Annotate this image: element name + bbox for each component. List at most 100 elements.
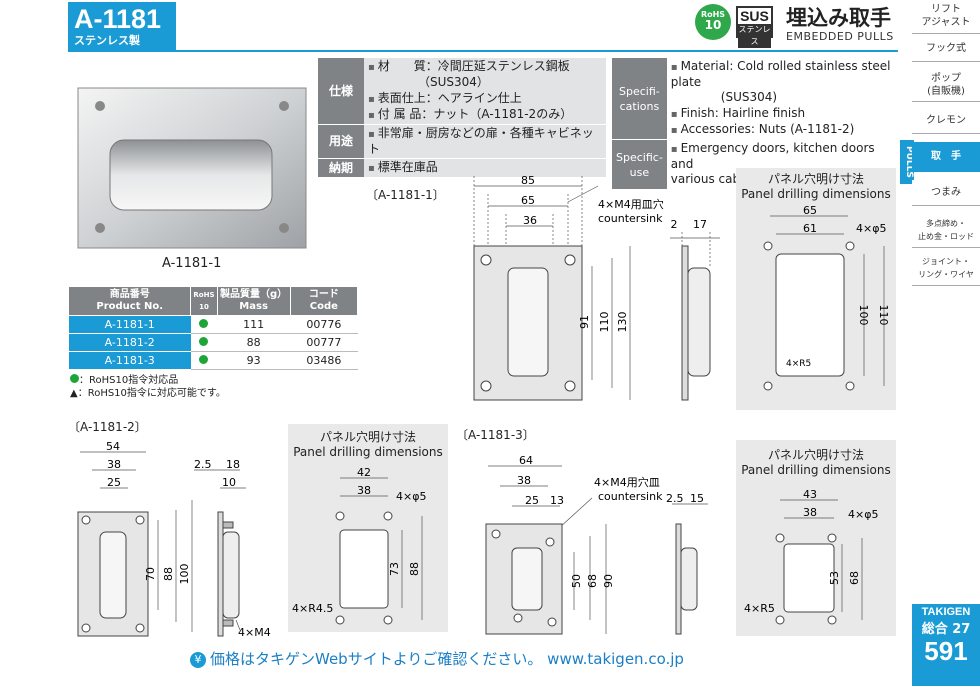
- dim-65: 65: [521, 194, 535, 207]
- spec-jp-header-use: 用途: [318, 124, 364, 159]
- dim-85: 85: [521, 174, 535, 187]
- dim-t2.5: 2.5: [666, 492, 684, 505]
- panel-2-phi: 4×φ5: [396, 490, 426, 503]
- row-mass: 93: [217, 351, 291, 370]
- side-item-hook[interactable]: フック式: [912, 36, 980, 62]
- panel-1-phi: 4×φ5: [856, 222, 886, 235]
- panel-2-drawing: 42 38 73 88 4×φ5 4×R4.5: [292, 466, 426, 625]
- spec-jp-accessory: 付 属 品：ナット（A-1181-2のみ）: [368, 107, 602, 123]
- row-product-no: A-1181-2: [68, 333, 191, 352]
- table-row: A-1181-2 88 00777: [68, 333, 358, 352]
- panel-3-dim-43: 43: [803, 488, 817, 501]
- col-code-jp: コード: [308, 289, 339, 300]
- table-row: A-1181-3 93 03486: [68, 351, 358, 370]
- dim-110: 110: [598, 312, 611, 333]
- spec-jp-material2: （SUS304）: [418, 75, 489, 89]
- model-title-box: A-1181 ステンレス製: [68, 2, 176, 52]
- spec-jp-header-spec: 仕様: [318, 58, 364, 125]
- col-mass: 製品質量（g） Mass: [216, 286, 291, 316]
- model-number: A-1181: [74, 4, 162, 34]
- col-mass-jp: 製品質量（g）: [220, 289, 288, 300]
- spec-table-en: Specifi- cations Material: Cold rolled s…: [612, 58, 898, 190]
- spec-en-header-spec: Specifi- cations: [612, 58, 667, 140]
- dim-t2: 2: [671, 218, 678, 231]
- hole-note-3-jp: 4×M4用穴皿: [594, 475, 660, 489]
- dim-38: 38: [517, 474, 531, 487]
- dim-70: 70: [144, 567, 157, 581]
- dim-68: 68: [586, 574, 599, 588]
- rohs-badge-line2: 10: [704, 18, 722, 32]
- drawing-1-side: [681, 245, 689, 401]
- row-rohs-dot: [190, 333, 218, 352]
- table-row: A-1181-1 111 00776: [68, 315, 358, 334]
- yen-icon: ¥: [190, 652, 206, 668]
- dim-t17: 17: [693, 218, 707, 231]
- row-mass: 111: [217, 315, 291, 334]
- product-table: 商品番号 Product No. RoHS 10 製品質量（g） Mass コー…: [67, 286, 359, 370]
- hole-note-3-en: countersink: [598, 490, 663, 503]
- col-code-en: Code: [309, 301, 338, 312]
- col-product-jp: 商品番号: [109, 289, 150, 300]
- rohs-note-2: ▲：RoHS10指令に対応可能です。: [70, 387, 226, 400]
- sus-badge-top: SUS: [740, 8, 769, 24]
- side-item-lift[interactable]: リフト アジャスト: [912, 0, 980, 34]
- sus-badge: SUS ステンレス: [736, 6, 773, 48]
- drawing-2-cup: [99, 531, 127, 619]
- drawing-3-cup: [511, 547, 543, 611]
- page-number: 591: [924, 636, 968, 666]
- panel-2-title-en: Panel drilling dimensions: [293, 445, 443, 459]
- spec-jp-material: 材 質：冷間圧延ステンレス鋼板: [368, 59, 602, 75]
- panel-2-cutout: [339, 529, 389, 609]
- side-item-pop[interactable]: ポップ (自販機): [912, 68, 980, 102]
- panel-3-radius: 4×R5: [744, 602, 775, 615]
- dim-88: 88: [162, 567, 175, 581]
- footer-text[interactable]: 価格はタキゲンWebサイトよりご確認ください。 www.takigen.co.j…: [210, 650, 684, 668]
- row-mass: 88: [217, 333, 291, 352]
- model-subtitle: ステンレス製: [74, 34, 140, 47]
- row-product-no: A-1181-3: [68, 351, 191, 370]
- photo-screw-hole: [279, 223, 289, 233]
- dim-25: 25: [525, 494, 539, 507]
- rohs-badge-line1: RoHS: [700, 10, 726, 19]
- side-nav: リフト アジャスト フック式 ポップ (自販機) クレモン PULLS 取 手 …: [900, 0, 980, 600]
- panel-1-title-en: Panel drilling dimensions: [741, 187, 891, 201]
- panel-1-radius: 4×R5: [786, 359, 811, 369]
- photo-screw-hole: [279, 101, 289, 111]
- side-item-pulls[interactable]: 取 手: [912, 142, 980, 172]
- drawing-3-label: 〔A-1181-3〕: [456, 428, 535, 442]
- dim-38: 38: [107, 458, 121, 471]
- panel-1-dim-65: 65: [803, 204, 817, 217]
- dim-54: 54: [106, 440, 120, 453]
- side-tab-pulls: PULLS: [900, 140, 914, 184]
- panel-3-title-jp: パネル穴明け寸法: [767, 448, 864, 462]
- row-product-no: A-1181-1: [68, 315, 191, 334]
- side-item-cremone[interactable]: クレモン: [912, 108, 980, 134]
- dim-90: 90: [602, 574, 615, 588]
- dim-100: 100: [178, 564, 191, 585]
- panel-1-title-jp: パネル穴明け寸法: [767, 172, 864, 186]
- panel-2-dim-42: 42: [357, 466, 371, 479]
- spec-jp-delivery-cell: 標準在庫品: [364, 158, 606, 178]
- rohs-notes: ：RoHS10指令対応品 ▲：RoHS10指令に対応可能です。: [70, 374, 226, 400]
- page-title-en: EMBEDDED PULLS: [786, 30, 894, 43]
- rohs-dot-icon: [199, 355, 209, 364]
- side-item-multipoint[interactable]: 多点締め・ 止め金・ロッド: [912, 214, 980, 248]
- spec-en-material2: (SUS304): [720, 90, 778, 104]
- drawing-3: 64 38 25 13 50 68 90 2.5 15 4×M4用穴皿 coun…: [485, 454, 708, 635]
- panel-1-cutout: [775, 253, 845, 377]
- side-item-knobs[interactable]: つまみ: [912, 180, 980, 206]
- dim-64: 64: [519, 454, 533, 467]
- row-code: 00776: [290, 315, 358, 334]
- photo-screw-hole: [95, 223, 105, 233]
- photo-cup: [109, 139, 273, 211]
- spec-jp-use: 非常扉・厨房などの扉・各種キャビネット: [368, 126, 602, 157]
- spec-en-use: Emergency doors, kitchen doors and: [671, 141, 894, 172]
- footer-notice: ¥価格はタキゲンWebサイトよりご確認ください。 www.takigen.co.…: [190, 648, 684, 669]
- product-photo: [77, 87, 307, 249]
- panel-3-phi: 4×φ5: [848, 508, 878, 521]
- dim-t2.5: 2.5: [194, 458, 212, 471]
- dim-50: 50: [570, 574, 583, 588]
- catalog-number: 総合 27: [921, 622, 971, 637]
- spec-jp-body: 材 質：冷間圧延ステンレス鋼板 （SUS304） 表面仕上：ヘアライン仕上 付 …: [364, 58, 606, 125]
- side-item-joint[interactable]: ジョイント・ リング・ワイヤ: [912, 252, 980, 286]
